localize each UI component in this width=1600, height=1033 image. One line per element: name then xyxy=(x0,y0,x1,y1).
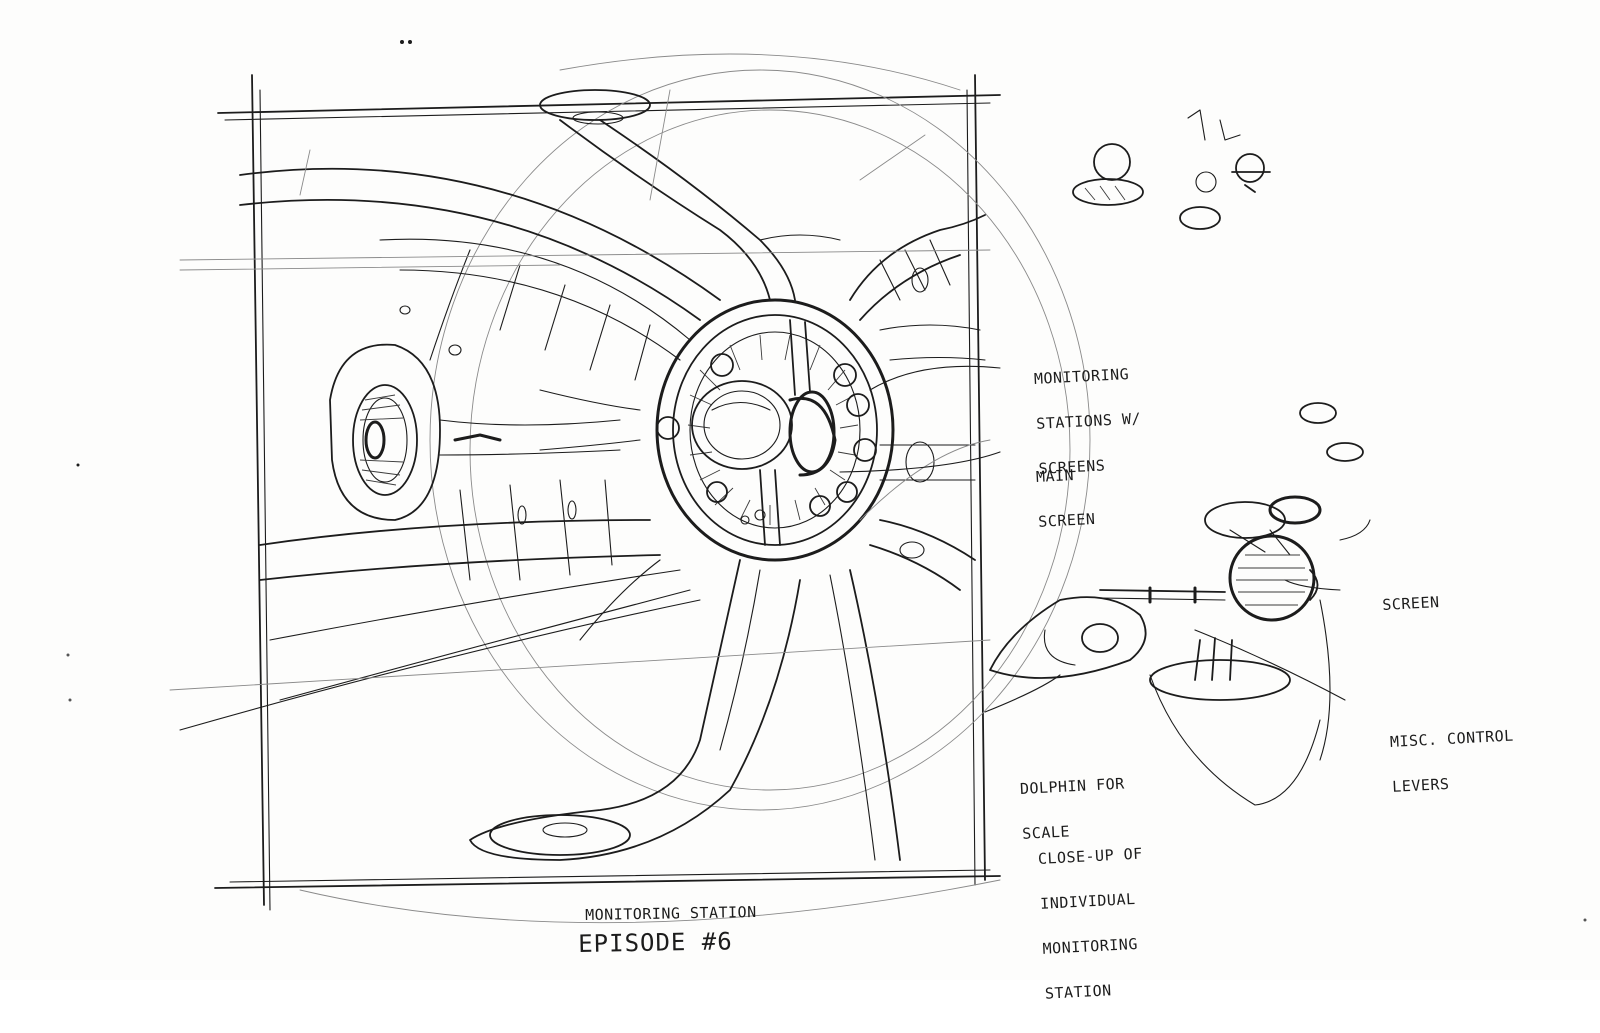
annotation-main-screen: MAIN SCREEN xyxy=(1034,437,1097,560)
lower-corridor xyxy=(179,479,701,731)
annotation-line: MONITORING xyxy=(1042,934,1139,958)
right-lower-branch xyxy=(869,441,976,591)
caption-title: MONITORING STATION xyxy=(584,903,757,924)
sketch-page: MONITORING STATIONS W/ SCREENS MAIN SCRE… xyxy=(66,40,1587,1003)
annotation-line: MISC. CONTROL xyxy=(1389,726,1515,751)
top-hatch xyxy=(539,89,841,301)
annotation-close-up: CLOSE-UP OF INDIVIDUAL MONITORING STATIO… xyxy=(1036,817,1152,1032)
side-porthole xyxy=(329,343,621,521)
central-hub xyxy=(539,298,986,562)
monitoring-station-drawing xyxy=(66,40,1587,924)
annotation-line: STATIONS W/ xyxy=(1035,409,1142,433)
annotation-line: CLOSE-UP OF xyxy=(1037,844,1144,868)
annotation-line: MAIN xyxy=(1035,465,1075,486)
paper-specks xyxy=(66,40,1587,922)
annotation-screen: SCREEN xyxy=(1381,593,1440,614)
upper-corridor xyxy=(239,167,721,381)
thumbnail-sketches xyxy=(1072,109,1271,230)
caption-episode: EPISODE #6 xyxy=(577,927,733,958)
construction-strokes xyxy=(169,89,991,691)
lower-tentacle xyxy=(469,559,901,861)
annotation-line: DOLPHIN FOR xyxy=(1019,774,1126,798)
annotation-control-levers: MISC. CONTROL LEVERS xyxy=(1388,699,1518,825)
annotation-line: SCREEN xyxy=(1037,509,1096,531)
annotation-line: INDIVIDUAL xyxy=(1039,889,1136,913)
annotation-line: STATION xyxy=(1044,981,1113,1003)
right-upper-branch xyxy=(849,214,986,321)
annotation-line: LEVERS xyxy=(1391,774,1450,796)
close-up-station xyxy=(989,402,1371,806)
sphere-construction xyxy=(299,53,1091,924)
annotation-line: MONITORING xyxy=(1033,364,1130,388)
